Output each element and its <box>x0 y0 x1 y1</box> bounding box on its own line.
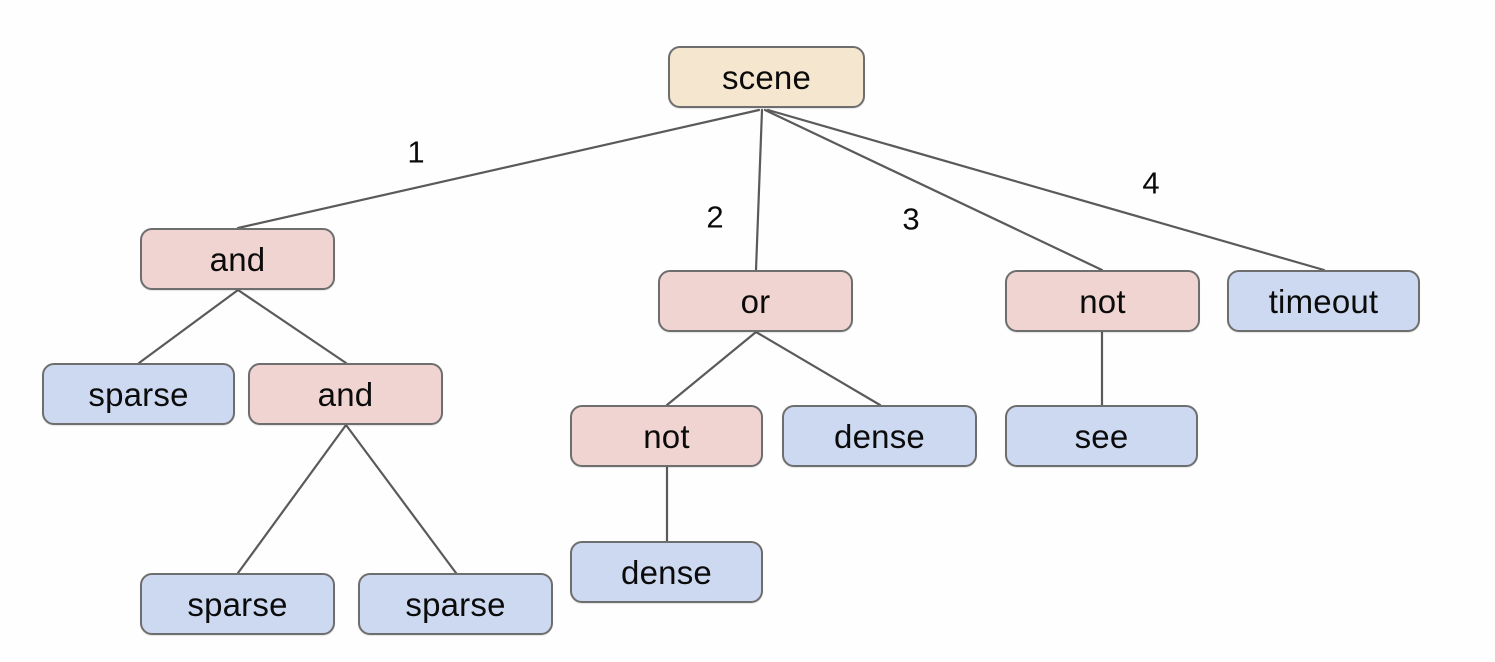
node-label-and2: and <box>317 375 374 413</box>
node-label-see1: see <box>1074 417 1129 455</box>
edge-label-2: 2 <box>706 199 724 235</box>
edge-scene-to-or1 <box>754 108 764 272</box>
node-or1[interactable]: or <box>658 270 853 332</box>
node-label-not2: not <box>643 417 690 455</box>
node-timeout1[interactable]: timeout <box>1227 270 1420 332</box>
node-sparse1[interactable]: sparse <box>42 363 235 425</box>
node-label-dense2: dense <box>621 553 712 591</box>
node-label-dense1: dense <box>834 417 925 455</box>
edge-or1-to-not2 <box>665 330 758 407</box>
node-label-timeout1: timeout <box>1268 282 1379 320</box>
node-label-scene: scene <box>721 58 812 96</box>
edge-scene-to-timeout1 <box>766 108 1326 272</box>
node-label-or1: or <box>740 282 771 320</box>
node-sparse2[interactable]: sparse <box>140 573 335 635</box>
node-see1[interactable]: see <box>1005 405 1198 467</box>
node-label-and1: and <box>209 240 266 278</box>
node-and1[interactable]: and <box>140 228 335 290</box>
edge-scene-to-not1 <box>763 108 1104 272</box>
node-sparse3[interactable]: sparse <box>358 573 553 635</box>
node-label-sparse1: sparse <box>88 375 189 413</box>
node-dense2[interactable]: dense <box>570 541 763 603</box>
node-label-sparse2: sparse <box>187 585 288 623</box>
node-label-sparse3: sparse <box>405 585 506 623</box>
edge-and2-to-sparse3 <box>344 423 458 575</box>
edge-and1-to-and2 <box>236 288 348 365</box>
node-and2[interactable]: and <box>248 363 443 425</box>
node-not2[interactable]: not <box>570 405 763 467</box>
node-not1[interactable]: not <box>1005 270 1200 332</box>
edge-label-3: 3 <box>902 201 920 237</box>
node-label-not1: not <box>1079 282 1126 320</box>
edge-and2-to-sparse2 <box>236 423 348 575</box>
edge-or1-to-dense1 <box>754 330 882 407</box>
node-scene[interactable]: scene <box>668 46 865 108</box>
node-dense1[interactable]: dense <box>782 405 977 467</box>
edge-and1-to-sparse1 <box>137 288 240 365</box>
edge-label-1: 1 <box>407 134 425 170</box>
edge-label-4: 4 <box>1142 165 1160 201</box>
edge-scene-to-and1 <box>236 108 761 230</box>
